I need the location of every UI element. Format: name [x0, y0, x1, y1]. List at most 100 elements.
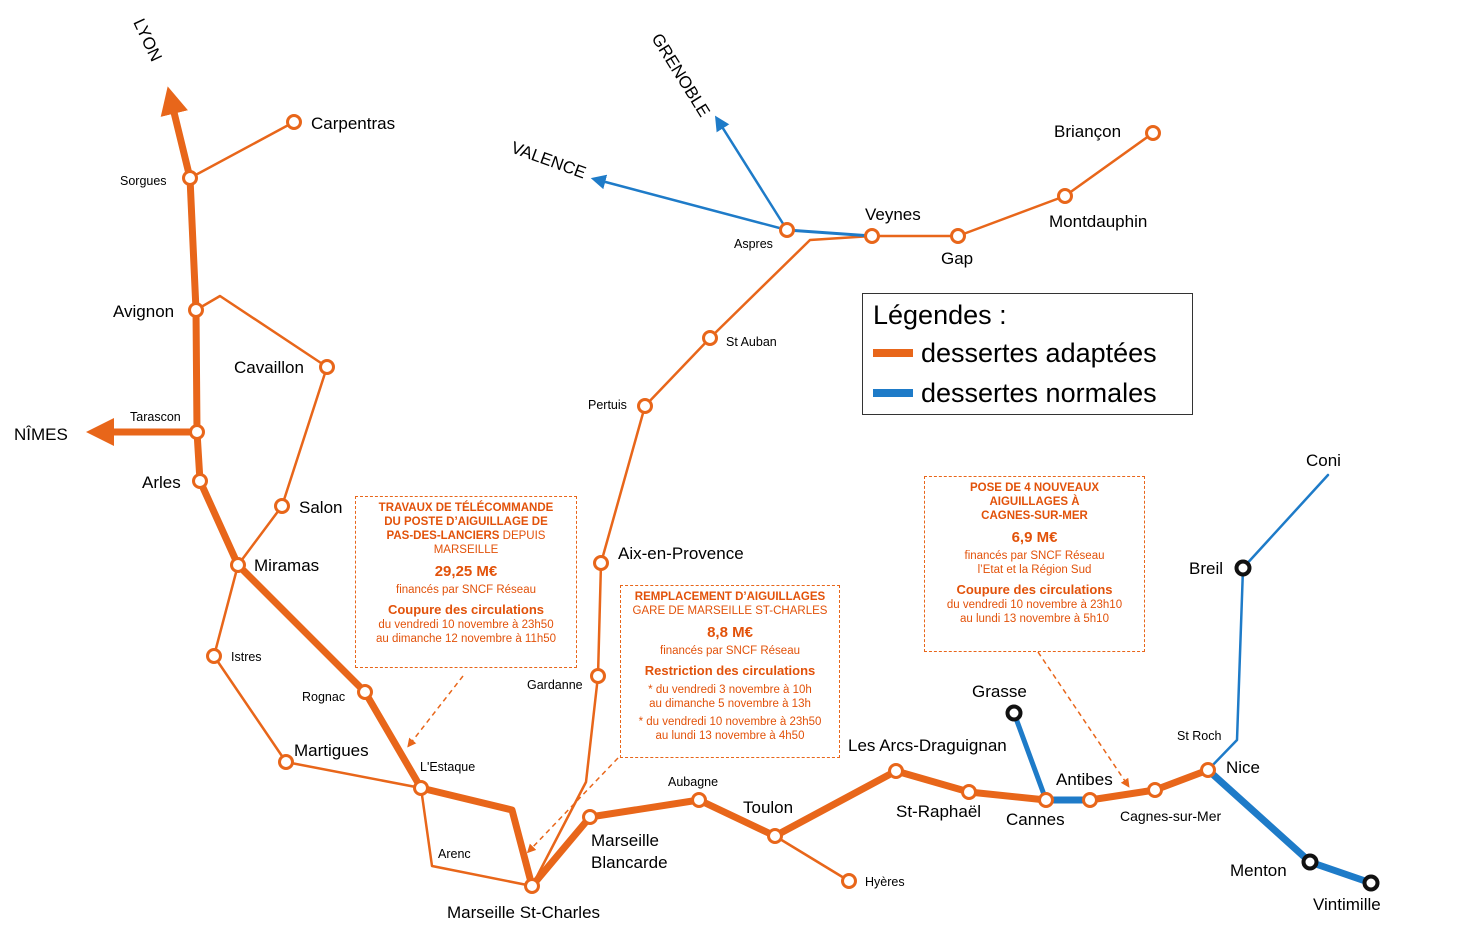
label-marseille-st-charles: Marseille St-Charles — [447, 903, 600, 922]
callout-pdl-amount: 29,25 M€ — [434, 563, 498, 580]
callout-cagnes-funding-1: financés par SNCF Réseau — [964, 550, 1105, 562]
station-aubagne[interactable] — [691, 792, 707, 808]
label-arles: Arles — [142, 473, 181, 492]
station-lestaque[interactable] — [413, 780, 429, 796]
label-vintimille: Vintimille — [1313, 895, 1381, 914]
station-gap[interactable] — [950, 228, 966, 244]
station-montdauphin[interactable] — [1057, 188, 1073, 204]
legend: Légendes : dessertes adaptées dessertes … — [862, 293, 1193, 415]
label-avignon: Avignon — [113, 302, 174, 321]
label-carpentras: Carpentras — [311, 114, 395, 133]
stations-terminal — [1005, 559, 1380, 892]
callout-pdl-title-2: DU POSTE D’AIGUILLAGE DE — [384, 516, 548, 528]
station-st-raphael[interactable] — [961, 784, 977, 800]
station-martigues[interactable] — [278, 754, 294, 770]
callout-pdl-cut-title: Coupure des circulations — [387, 602, 545, 617]
stations-adapted — [182, 114, 1216, 894]
station-aspres[interactable] — [779, 222, 795, 238]
station-rognac[interactable] — [357, 684, 373, 700]
label-breil: Breil — [1189, 559, 1223, 578]
callout-pdl-title-3-row: PAS-DES-LANCIERS DEPUIS — [359, 529, 573, 543]
label-aspres: Aspres — [734, 237, 773, 251]
legend-label-adapted: dessertes adaptées — [921, 337, 1157, 368]
callout-cagnes: POSE DE 4 NOUVEAUX AIGUILLAGES À CAGNES-… — [924, 476, 1145, 652]
label-aubagne: Aubagne — [668, 775, 718, 789]
station-istres[interactable] — [206, 648, 222, 664]
station-nice[interactable] — [1200, 762, 1216, 778]
label-briancon: Briançon — [1054, 122, 1121, 141]
callout-stc-restriction-title: Restriction des circulations — [644, 663, 816, 678]
line-nice-breil-coni — [1206, 473, 1330, 772]
callout-pdl-title-3: PAS-DES-LANCIERS — [386, 530, 500, 542]
station-marseille-blancarde[interactable] — [582, 809, 598, 825]
station-les-arcs[interactable] — [888, 763, 904, 779]
direction-nimes: NÎMES — [14, 425, 68, 444]
label-nice: Nice — [1226, 758, 1260, 777]
callout-st-charles: REMPLACEMENT D’AIGUILLAGES GARE DE MARSE… — [620, 585, 840, 758]
station-miramas[interactable] — [230, 557, 246, 573]
label-gardanne: Gardanne — [527, 678, 583, 692]
station-salon[interactable] — [274, 498, 290, 514]
callout-stc-title-1: REMPLACEMENT D’AIGUILLAGES — [634, 591, 826, 603]
station-cannes[interactable] — [1038, 792, 1054, 808]
pointer-cagnes — [1037, 651, 1130, 788]
callout-cagnes-cut-title: Coupure des circulations — [956, 582, 1113, 597]
station-pertuis[interactable] — [637, 398, 653, 414]
callout-pdl-funding: financés par SNCF Réseau — [396, 584, 536, 596]
callout-stc-title-2: GARE DE MARSEILLE ST-CHARLES — [632, 605, 828, 617]
label-sorgues: Sorgues — [120, 174, 167, 188]
label-les-arcs: Les Arcs-Draguignan — [848, 736, 1007, 755]
station-briancon[interactable] — [1145, 125, 1161, 141]
label-antibes: Antibes — [1056, 770, 1113, 789]
label-cavaillon: Cavaillon — [234, 358, 304, 377]
line-avignon-cavaillon-miramas — [194, 294, 329, 567]
label-istres: Istres — [231, 650, 262, 664]
callout-cagnes-title-3: CAGNES-SUR-MER — [981, 510, 1088, 522]
station-aix[interactable] — [593, 555, 609, 571]
station-menton[interactable] — [1301, 853, 1319, 871]
line-grenoble-arrow — [715, 115, 789, 232]
legend-label-normal: dessertes normales — [921, 377, 1157, 408]
label-cannes: Cannes — [1006, 810, 1065, 829]
label-arenc: Arenc — [438, 847, 471, 861]
line-estaque-arenc — [419, 786, 534, 888]
station-gardanne[interactable] — [590, 668, 606, 684]
station-hyeres[interactable] — [841, 873, 857, 889]
station-arles[interactable] — [192, 473, 208, 489]
station-grasse[interactable] — [1005, 704, 1023, 722]
label-lestaque: L'Estaque — [420, 760, 475, 774]
line-valence-arrow — [590, 174, 789, 232]
line-veynes-aspres — [785, 228, 874, 238]
line-grasse-cannes — [1011, 710, 1049, 803]
line-toulon-hyeres — [773, 834, 851, 883]
station-carpentras[interactable] — [286, 114, 302, 130]
pointer-st-charles — [526, 757, 619, 854]
label-coni: Coni — [1306, 451, 1341, 470]
station-toulon[interactable] — [767, 828, 783, 844]
station-breil[interactable] — [1234, 559, 1252, 577]
legend-title: Légendes : — [873, 300, 1007, 330]
callout-pdl-cut-line-2: au dimanche 12 novembre à 11h50 — [375, 633, 557, 645]
label-marseille-blancarde-1: Marseille — [591, 831, 659, 850]
callout-pdl-title-3b: DEPUIS — [499, 530, 546, 542]
callout-pdl-cut-line-1: du vendredi 10 novembre à 23h50 — [378, 619, 554, 631]
label-st-roch: St Roch — [1177, 729, 1222, 743]
label-st-raphael: St-Raphaël — [896, 802, 981, 821]
station-st-auban[interactable] — [702, 330, 718, 346]
station-veynes[interactable] — [864, 228, 880, 244]
station-vintimille[interactable] — [1362, 874, 1380, 892]
station-antibes[interactable] — [1082, 792, 1098, 808]
label-aix: Aix-en-Provence — [618, 544, 744, 563]
callout-pdl-title-4: MARSEILLE — [433, 544, 499, 556]
station-marseille-st-charles[interactable] — [524, 878, 540, 894]
label-miramas: Miramas — [254, 556, 319, 575]
station-avignon[interactable] — [188, 302, 204, 318]
station-sorgues[interactable] — [182, 170, 198, 186]
station-cagnes[interactable] — [1147, 782, 1163, 798]
label-pertuis: Pertuis — [588, 398, 627, 412]
label-veynes: Veynes — [865, 205, 921, 224]
legend-row-adapted: dessertes adaptées — [873, 336, 1157, 370]
station-cavaillon[interactable] — [319, 359, 335, 375]
station-tarascon[interactable] — [189, 424, 205, 440]
label-rognac: Rognac — [302, 690, 345, 704]
